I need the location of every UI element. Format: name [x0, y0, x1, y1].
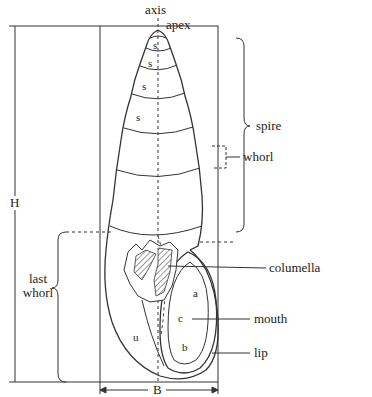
part-name: columella	[269, 261, 320, 275]
part-name: lip	[254, 346, 268, 360]
suture-letter: s	[148, 56, 152, 70]
dimension-label: H	[9, 196, 20, 210]
axis-label: axis	[145, 3, 166, 17]
suture-letter: s	[142, 79, 146, 93]
suture-letter: s	[136, 110, 140, 124]
dimension-label: B	[152, 383, 163, 397]
point-letter: u	[133, 330, 139, 344]
part-name: apex	[166, 18, 191, 32]
part-name: mouth	[254, 312, 287, 326]
point-letter: a	[193, 286, 198, 300]
part-name: whorl	[243, 150, 273, 164]
point-letter: b	[182, 340, 188, 354]
part-name: spire	[256, 119, 281, 133]
suture-letter: s	[153, 38, 157, 52]
part-name: last whorl	[20, 272, 56, 300]
point-letter: c	[178, 311, 183, 325]
